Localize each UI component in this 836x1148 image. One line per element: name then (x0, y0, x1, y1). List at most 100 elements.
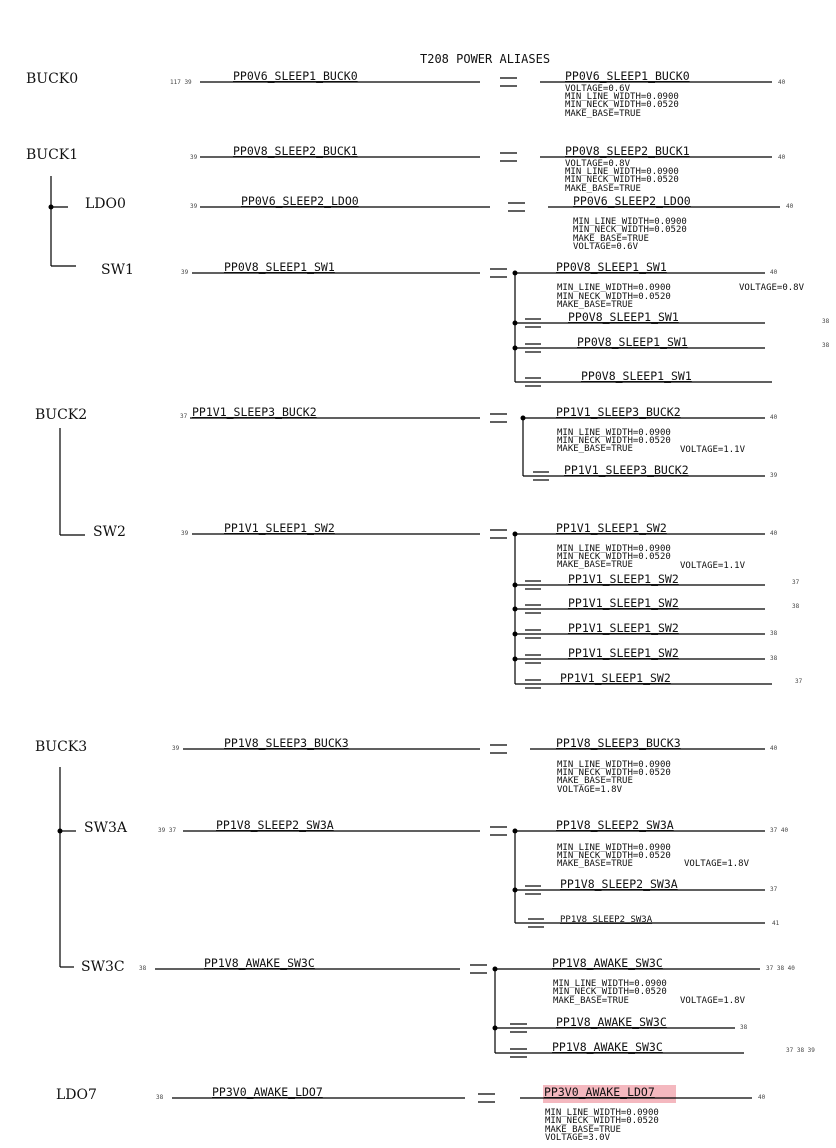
ref-sw2-b5: 37 (795, 678, 803, 685)
net-sw2-branch-4[interactable]: PP1V1_SLEEP1_SW2 (568, 646, 679, 660)
ref-ldo7-in: 38 (156, 1094, 164, 1101)
prop-buck2-voltage: VOLTAGE=1.1V (680, 445, 746, 455)
ref-sw2-b4: 38 (770, 655, 778, 662)
prop-ldo7-2: MAKE_BASE=TRUE (545, 1125, 621, 1135)
net-sw2-branch-1[interactable]: PP1V1_SLEEP1_SW2 (568, 572, 679, 586)
ref-sw3c-b1: 38 (740, 1024, 748, 1031)
net-buck3-dst[interactable]: PP1V8_SLEEP3_BUCK3 (556, 736, 681, 750)
ref-sw3a-out: 37 40 (770, 827, 788, 834)
prop-buck2-1: MIN_NECK_WIDTH=0.0520 (557, 436, 671, 446)
prop-sw3c-2: MAKE_BASE=TRUE (553, 996, 629, 1006)
ldo7-alias-group: LDO7 38 PP3V0_AWAKE_LDO7 PP3V0_AWAKE_LDO… (56, 1085, 766, 1143)
ref-buck0-out: 40 (778, 79, 786, 86)
prop-buck0-2: MIN_NECK_WIDTH=0.0520 (565, 100, 679, 110)
net-sw2-src[interactable]: PP1V1_SLEEP1_SW2 (224, 521, 335, 535)
net-sw2-branch-2[interactable]: PP1V1_SLEEP1_SW2 (568, 596, 679, 610)
net-ldo0-src[interactable]: PP0V6_SLEEP2_LDO0 (241, 194, 359, 208)
rail-label-buck3: BUCK3 (35, 739, 87, 755)
rail-label-buck2: BUCK2 (35, 407, 87, 423)
ref-buck2-in: 37 (180, 413, 188, 420)
ref-sw2-b2: 38 (792, 603, 800, 610)
prop-buck0-3: MAKE_BASE=TRUE (565, 109, 641, 119)
net-buck0-src[interactable]: PP0V6_SLEEP1_BUCK0 (233, 69, 358, 83)
net-buck1-src[interactable]: PP0V8_SLEEP2_BUCK1 (233, 144, 358, 158)
net-sw2-branch-5[interactable]: PP1V1_SLEEP1_SW2 (560, 671, 671, 685)
prop-buck3-0: MIN_LINE_WIDTH=0.0900 (557, 760, 671, 770)
prop-sw3a-1: MIN_NECK_WIDTH=0.0520 (557, 851, 671, 861)
prop-sw1-2: MAKE_BASE=TRUE (557, 300, 633, 310)
prop-buck1-0: VOLTAGE=0.8V (565, 159, 631, 169)
prop-buck1-3: MAKE_BASE=TRUE (565, 184, 641, 194)
ref-sw2-b1: 37 (792, 579, 800, 586)
prop-buck1-2: MIN_NECK_WIDTH=0.0520 (565, 175, 679, 185)
ref-sw3c-b2: 37 38 39 (786, 1047, 815, 1054)
net-buck2-branch-1[interactable]: PP1V1_SLEEP3_BUCK2 (564, 463, 689, 477)
net-sw2-dst[interactable]: PP1V1_SLEEP1_SW2 (556, 521, 667, 535)
ref-buck1-out: 40 (778, 154, 786, 161)
ref-buck2-out: 40 (770, 414, 778, 421)
prop-ldo0-0: MIN_LINE_WIDTH=0.0900 (573, 217, 687, 227)
prop-sw1-1: MIN_NECK_WIDTH=0.0520 (557, 292, 671, 302)
net-buck3-src[interactable]: PP1V8_SLEEP3_BUCK3 (224, 736, 349, 750)
net-sw3c-dst[interactable]: PP1V8_AWAKE_SW3C (552, 956, 663, 970)
net-sw3a-dst[interactable]: PP1V8_SLEEP2_SW3A (556, 818, 674, 832)
rail-label-sw3a: SW3A (84, 820, 128, 836)
prop-buck1-1: MIN_LINE_WIDTH=0.0900 (565, 167, 679, 177)
net-sw3c-branch-1[interactable]: PP1V8_AWAKE_SW3C (556, 1015, 667, 1029)
prop-buck3-1: MIN_NECK_WIDTH=0.0520 (557, 768, 671, 778)
net-ldo0-dst[interactable]: PP0V6_SLEEP2_LDO0 (573, 194, 691, 208)
net-sw3a-branch-1[interactable]: PP1V8_SLEEP2_SW3A (560, 877, 678, 891)
net-ldo7-src[interactable]: PP3V0_AWAKE_LDO7 (212, 1085, 323, 1099)
sw3a-alias-group: SW3A 39 37 PP1V8_SLEEP2_SW3A PP1V8_SLEEP… (84, 818, 788, 928)
prop-sw3a-0: MIN_LINE_WIDTH=0.0900 (557, 843, 671, 853)
buck1-alias-group: BUCK1 39 PP0V8_SLEEP2_BUCK1 PP0V8_SLEEP2… (26, 144, 786, 267)
net-sw3c-src[interactable]: PP1V8_AWAKE_SW3C (204, 956, 315, 970)
ref-sw1-b1: 38 (822, 318, 830, 325)
prop-buck3-3: VOLTAGE=1.8V (557, 785, 623, 795)
net-sw3a-branch-2[interactable]: PP1V8_SLEEP2_SW3A (560, 915, 653, 925)
ref-sw3a-b2: 41 (772, 920, 780, 927)
prop-sw3a-voltage: VOLTAGE=1.8V (684, 859, 750, 869)
prop-sw1-voltage: VOLTAGE=0.8V (739, 283, 805, 293)
prop-sw3c-voltage: VOLTAGE=1.8V (680, 996, 746, 1006)
ref-sw3c-in: 38 (139, 965, 147, 972)
net-sw3c-branch-2[interactable]: PP1V8_AWAKE_SW3C (552, 1040, 663, 1054)
net-sw1-branch-1[interactable]: PP0V8_SLEEP1_SW1 (568, 310, 679, 324)
ref-sw3a-b1: 37 (770, 886, 778, 893)
ref-sw1-out: 40 (770, 269, 778, 276)
net-sw1-branch-3[interactable]: PP0V8_SLEEP1_SW1 (581, 369, 692, 383)
buck3-alias-group: BUCK3 39 PP1V8_SLEEP3_BUCK3 PP1V8_SLEEP3… (35, 736, 778, 968)
net-sw2-branch-3[interactable]: PP1V1_SLEEP1_SW2 (568, 621, 679, 635)
net-buck0-dst[interactable]: PP0V6_SLEEP1_BUCK0 (565, 69, 690, 83)
prop-sw2-voltage: VOLTAGE=1.1V (680, 561, 746, 571)
net-buck1-dst[interactable]: PP0V8_SLEEP2_BUCK1 (565, 144, 690, 158)
prop-buck3-2: MAKE_BASE=TRUE (557, 776, 633, 786)
net-sw1-dst[interactable]: PP0V8_SLEEP1_SW1 (556, 260, 667, 274)
sheet-title: T208 POWER ALIASES (420, 52, 550, 66)
net-sw1-src[interactable]: PP0V8_SLEEP1_SW1 (224, 260, 335, 274)
prop-sw2-0: MIN_LINE_WIDTH=0.0900 (557, 544, 671, 554)
ref-buck0-in: 117 39 (170, 79, 192, 86)
rail-label-sw1: SW1 (101, 262, 134, 278)
net-buck2-src[interactable]: PP1V1_SLEEP3_BUCK2 (192, 405, 317, 419)
prop-ldo7-3: VOLTAGE=3.0V (545, 1133, 611, 1143)
net-ldo7-dst[interactable]: PP3V0_AWAKE_LDO7 (544, 1085, 655, 1099)
prop-ldo0-3: VOLTAGE=0.6V (573, 242, 639, 252)
net-buck2-dst[interactable]: PP1V1_SLEEP3_BUCK2 (556, 405, 681, 419)
ref-buck3-out: 40 (770, 745, 778, 752)
prop-buck0-1: MIN_LINE_WIDTH=0.0900 (565, 92, 679, 102)
ref-sw3c-out: 37 38 40 (766, 965, 795, 972)
prop-ldo7-0: MIN_LINE_WIDTH=0.0900 (545, 1108, 659, 1118)
rail-label-sw2: SW2 (93, 524, 126, 540)
ref-sw3a-in: 39 37 (158, 827, 176, 834)
net-sw3a-src[interactable]: PP1V8_SLEEP2_SW3A (216, 818, 334, 832)
ref-sw2-out: 40 (770, 530, 778, 537)
rail-label-buck1: BUCK1 (26, 147, 78, 163)
ref-sw1-b2: 38 (822, 342, 830, 349)
rail-label-sw3c: SW3C (81, 959, 125, 975)
ref-sw1-in: 39 (181, 269, 189, 276)
sw3c-alias-group: SW3C 38 PP1V8_AWAKE_SW3C PP1V8_AWAKE_SW3… (81, 956, 815, 1058)
ref-ldo7-out: 40 (758, 1094, 766, 1101)
net-sw1-branch-2[interactable]: PP0V8_SLEEP1_SW1 (577, 335, 688, 349)
